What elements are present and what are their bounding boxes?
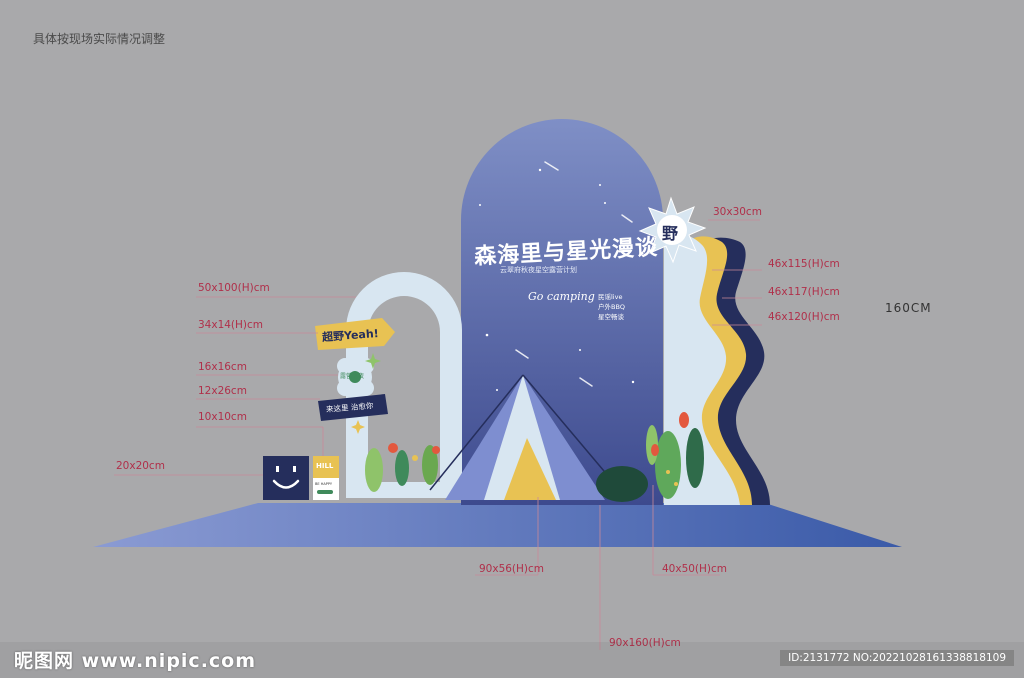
hill-sign-text: HILL [316, 462, 334, 470]
green-badge-text: 露营之夜 [340, 373, 365, 380]
dim-small-arch: 50x100(H)cm [198, 282, 270, 294]
dim-plants: 40x50(H)cm [662, 563, 728, 575]
menu-item: 民谣live [598, 293, 623, 301]
site-logo: 昵图网 www.nipic.com [14, 650, 257, 672]
sparkle-icon [365, 353, 381, 369]
slogan: Go camping [528, 290, 595, 303]
subtitle: 云翠府秋夜星空露营计划 [500, 266, 577, 274]
small-arch-panel [346, 272, 462, 497]
image-id-label: ID:2131772 NO:20221028161338818109 [780, 650, 1014, 666]
stars [479, 168, 635, 391]
dim-wave-3: 46x120(H)cm [768, 311, 840, 323]
plants-left [365, 443, 440, 492]
badge-text: 野 [662, 224, 679, 243]
dim-tent: 90x56(H)cm [479, 563, 545, 575]
overall-height-label: 160CM [885, 301, 932, 315]
meteors [515, 161, 633, 387]
menu-list: 民谣live 户外BBQ 星空畅谈 [598, 292, 625, 322]
menu-item: 星空畅谈 [598, 313, 624, 321]
plants-right [596, 412, 704, 502]
dimension-leaders [114, 219, 762, 650]
tent-door-yellow [504, 438, 556, 500]
dim-main-arch: 90x160(H)cm [609, 637, 681, 649]
menu-item: 户外BBQ [598, 303, 626, 311]
adjust-note: 具体按现场实际情况调整 [33, 32, 166, 46]
dim-arrow-sign: 34x14(H)cm [198, 319, 264, 331]
dim-hill-sign: 10x10cm [198, 411, 247, 423]
floor-platform [93, 503, 902, 547]
dim-wave-2: 46x117(H)cm [768, 286, 840, 298]
sparkle-icon-2 [351, 420, 365, 434]
hill-sign-small-text: BE HAPPY [315, 482, 333, 486]
tag-sign-shape [318, 394, 388, 421]
dim-smile-box: 20x20cm [116, 460, 165, 472]
dim-green-badge: 16x16cm [198, 361, 247, 373]
dim-wave-1: 46x115(H)cm [768, 258, 840, 270]
dim-star-badge: 30x30cm [713, 206, 762, 218]
arrow-sign-shape [315, 318, 395, 350]
wave-panel-light [664, 233, 740, 505]
smile-box [263, 456, 309, 500]
dim-tag-sign: 12x26cm [198, 385, 247, 397]
